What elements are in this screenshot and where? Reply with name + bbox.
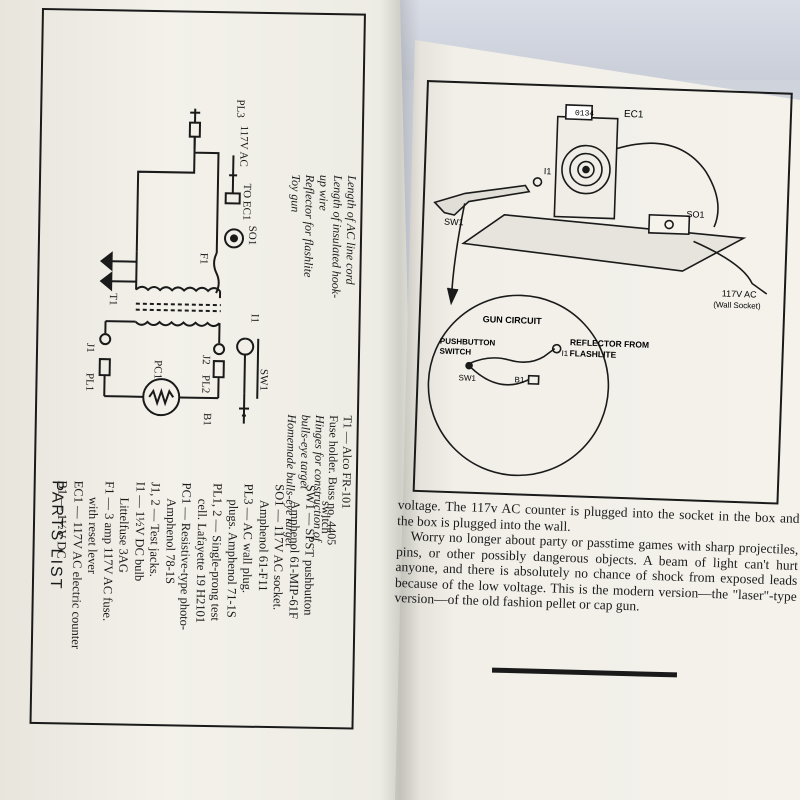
misc-item: Reflector for flashlite <box>301 174 318 278</box>
label-pushbutton-switch: PUSHBUTTON SWITCH <box>439 336 496 357</box>
label-i1-inset: I1 <box>561 348 569 359</box>
misc-item: T1 — Alco FR-101 <box>339 415 355 510</box>
label-i1-top: I1 <box>543 166 552 177</box>
parts-item: plugs. Amphenol 71-1S <box>224 499 241 618</box>
label-f1: F1 <box>197 252 210 265</box>
label-j2: J2 <box>199 354 212 365</box>
label-sw1-inset: SW1 <box>458 373 477 383</box>
misc-parts-list: Length of AC line cord Length of insulat… <box>287 174 359 298</box>
parts-item: SW1 — SPST pushbutton <box>301 484 319 616</box>
gun-circuit-wire <box>468 347 556 365</box>
parts-item: with reset lever <box>85 496 101 575</box>
left-page <box>0 0 420 800</box>
label-b1-inset: B1 <box>514 375 525 385</box>
gun-bulb <box>532 177 543 187</box>
parts-item: F1 — 3 amp 117V AC fuse. <box>100 481 117 622</box>
label-pl2: PL2 <box>199 374 212 394</box>
parts-item: cell. Lafayette 19 H2101 <box>193 498 210 624</box>
ac-cord <box>693 240 768 295</box>
counter-wire <box>616 142 719 228</box>
parts-item: Amphenol 61-F11 <box>255 499 272 592</box>
label-so1: SO1 <box>686 209 705 220</box>
parts-item: PL1, 2 — Single-prong test <box>208 483 226 622</box>
label-so1: SO1 <box>245 225 259 246</box>
label-sw1-top: SW1 <box>443 216 464 228</box>
misc-item: Length of insulated hook- <box>328 175 346 299</box>
label-117v-ac-right: 117V AC <box>721 288 757 300</box>
counter-reading: 0134 <box>574 109 595 119</box>
book-gutter <box>380 0 420 800</box>
left-figure-box: PL3 117V AC TO EC1 SO1 F1 T1 J1 J2 PL1 P… <box>29 8 366 730</box>
b1-battery <box>527 374 540 385</box>
label-117v-ac: 117V AC <box>237 125 250 167</box>
label-ec1: EC1 <box>623 108 644 121</box>
misc-item: Toy gun <box>288 174 304 213</box>
label-pl1: PL1 <box>83 372 96 392</box>
parts-item: PC1 — Resistive-type photo- <box>177 482 195 631</box>
label-reflector: REFLECTOR FROM FLASHLITE <box>569 337 650 360</box>
label-t1: T1 <box>106 293 120 306</box>
label-i1: I1 <box>248 313 261 324</box>
parts-list: switch SW1 — SPST pushbutton Amphenol 61… <box>52 480 334 653</box>
label-pc1: PC1 <box>151 359 164 380</box>
label-b1: B1 <box>200 412 213 426</box>
pl3-plug <box>188 121 202 138</box>
right-figure-box: 0134 EC1 I1 SW1 SO1 117V AC (Wall Socket… <box>412 80 793 505</box>
bullseye-target <box>561 144 611 195</box>
parts-item: J1, 2 — Test jacks. <box>147 481 164 577</box>
label-to-ec1: TO EC1 <box>240 183 253 221</box>
inset-circle <box>427 294 610 477</box>
paragraph: Worry no longer about party or passtime … <box>394 528 799 614</box>
socket-box <box>647 214 691 236</box>
parts-item: Amphenol 61-MIP-61F <box>286 500 303 620</box>
table-board <box>461 213 747 272</box>
counter-display <box>564 104 594 121</box>
circuit-schematic <box>98 108 260 424</box>
parts-item: PL3 — AC wall plug. <box>240 483 257 594</box>
label-pl3: PL3 <box>234 99 247 118</box>
parts-item: EC1 — 117V AC electric counter <box>68 480 86 650</box>
setup-illustration <box>427 104 768 477</box>
label-sw1: SW1 <box>257 368 270 392</box>
label-j1: J1 <box>83 342 97 353</box>
parts-item: switch <box>318 500 334 534</box>
misc-item: Length of AC line cord <box>343 175 360 285</box>
parts-item: Littelfuse 3AG <box>116 497 132 573</box>
toy-gun <box>433 184 531 216</box>
parts-item: SO1 — 117V AC socket. <box>271 484 288 611</box>
body-text: voltage. The 117v AC counter is plugged … <box>394 497 800 619</box>
label-wall-socket: (Wall Socket) <box>713 300 761 311</box>
label-gun-circuit: GUN CIRCUIT <box>482 314 542 327</box>
parts-item: I1 — 1½V DC bulb <box>132 481 148 582</box>
